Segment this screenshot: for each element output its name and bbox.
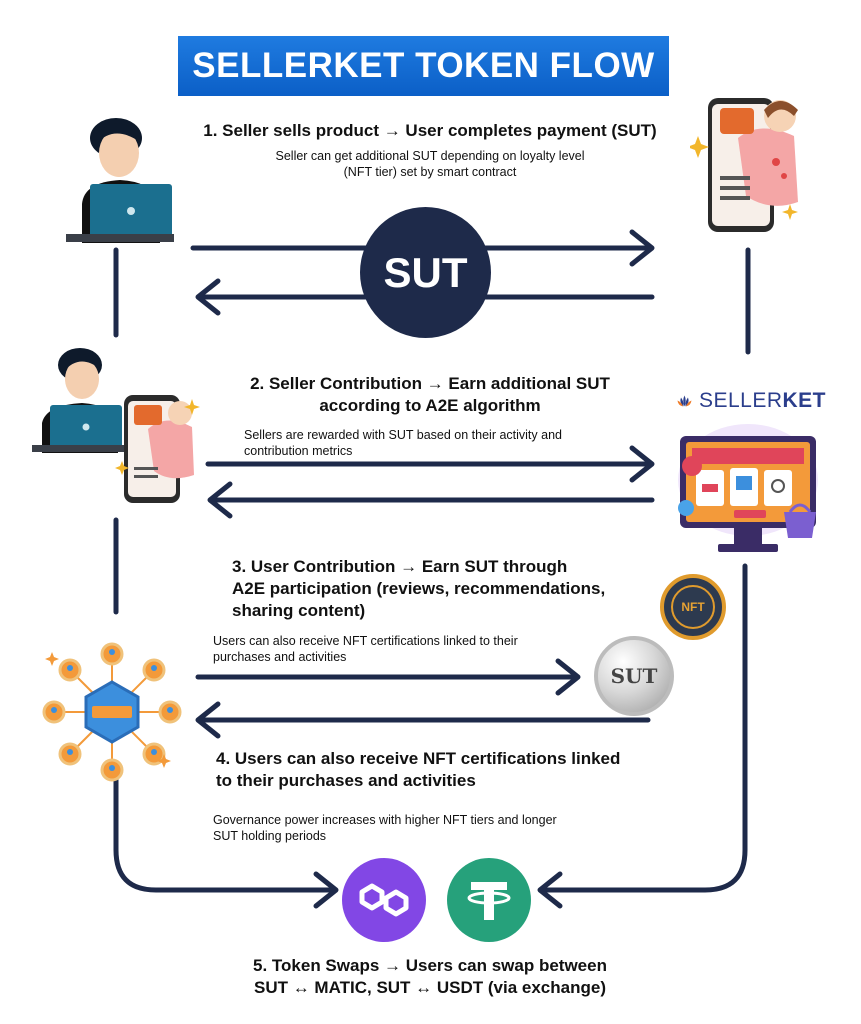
phone-shopping-illustration (690, 98, 798, 232)
step-4-title-line-2: to their purchases and activities (216, 771, 476, 790)
online-store-monitor-illustration (678, 424, 818, 552)
step-5-title-line-1: 5. Token Swaps → Users can swap between (253, 956, 607, 975)
brand-text: SELLERKET (699, 389, 826, 413)
step-2-desc-line-2: contribution metrics (244, 444, 353, 458)
arrowhead-step3-right (555, 658, 581, 696)
page-title: SELLERKET TOKEN FLOW (192, 46, 655, 85)
left-flow-to-swap (113, 777, 337, 893)
step-3-desc-line-1: Users can also receive NFT certification… (213, 634, 518, 648)
lotus-icon (677, 395, 692, 407)
sut-coin-silver: SUT (594, 636, 674, 716)
polygon-matic-icon (342, 858, 426, 942)
sellerket-logo: SELLERKET (676, 386, 826, 416)
arrowhead-left-flow (313, 871, 339, 909)
step-4-desc-line-1: Governance power increases with higher N… (213, 813, 557, 827)
person-with-laptop-illustration (66, 118, 174, 243)
step-4-title-line-1: 4. Users can also receive NFT certificat… (216, 749, 621, 768)
arrowhead-step3-left (195, 701, 221, 739)
right-flow-to-swap (539, 563, 748, 893)
step-5-title-line-2: SUT ↔ MATIC, SUT ↔ USDT (via exchange) (253, 978, 606, 997)
step-1-desc-line-2: (NFT tier) set by smart contract (343, 165, 517, 179)
polygon-logo-icon (359, 883, 409, 917)
step-3-desc-line-2: purchases and activities (213, 650, 347, 664)
brand-name-light: SELLER (698, 389, 783, 412)
nft-coin: NFT (660, 574, 726, 640)
step-2-title-line-2: according to A2E algorithm (319, 396, 541, 415)
arrowhead-step1-right (629, 229, 655, 267)
step-4-desc-line-2: SUT holding periods (213, 829, 327, 843)
tether-usdt-icon (447, 858, 531, 942)
nft-coin-label: NFT (671, 585, 715, 629)
step-3-title-line-1: 3. User Contribution → Earn SUT through (232, 557, 568, 576)
step-2-desc-line-1: Sellers are rewarded with SUT based on t… (244, 428, 562, 442)
step-1-desc-line-1: Seller can get additional SUT depending … (275, 149, 585, 163)
sut-coin-center: SUT (360, 207, 491, 338)
brand-name-bold: KET (782, 389, 826, 412)
seller-laptop-phone-illustration (32, 348, 200, 503)
step-3-title-line-3: sharing content) (232, 601, 366, 620)
arrowhead-step2-left (207, 481, 233, 519)
dao-network-illustration (42, 642, 182, 782)
step-2-title-line-1: 2. Seller Contribution → Earn additional… (250, 374, 610, 393)
arrowhead-step2-right (629, 445, 655, 483)
arrowhead-step1-left (195, 278, 221, 316)
title-banner: SELLERKET TOKEN FLOW (178, 36, 669, 96)
tether-logo-icon (467, 882, 511, 920)
step-3-title-line-2: A2E participation (reviews, recommendati… (232, 579, 606, 598)
arrowhead-right-flow (537, 871, 563, 909)
step-1-title: 1. Seller sells product → User completes… (203, 121, 657, 140)
